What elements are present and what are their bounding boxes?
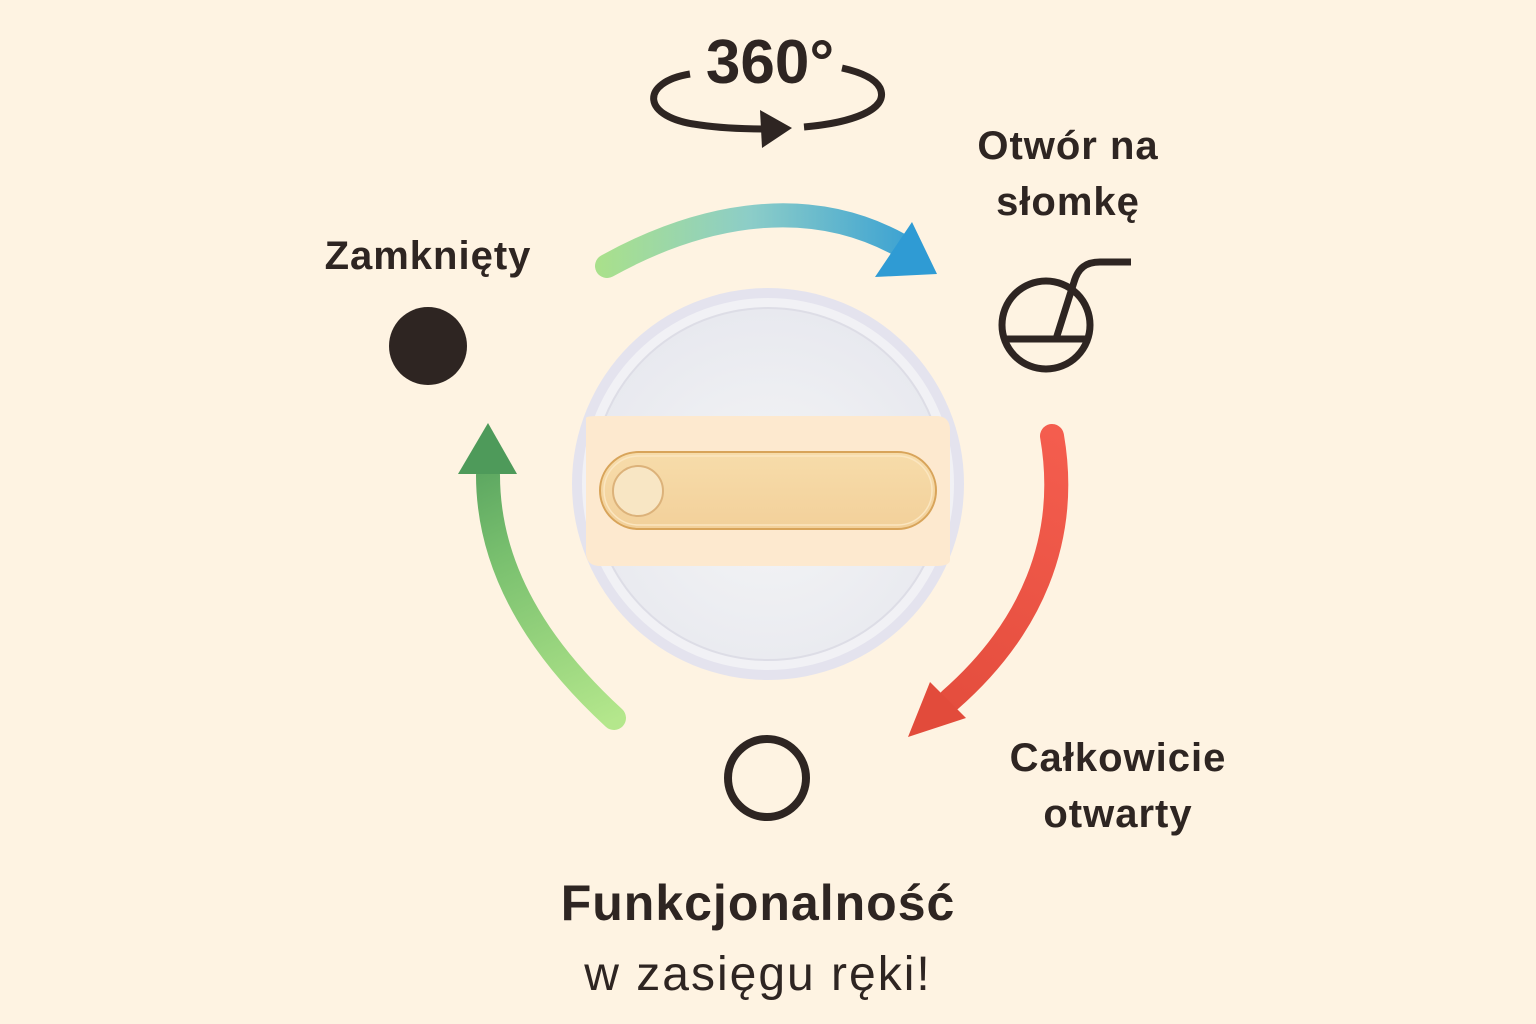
headline-subtitle: w zasięgu ręki! <box>584 948 932 1001</box>
closed-to-straw-arrow <box>595 203 937 278</box>
open-to-closed-arrow <box>458 423 626 730</box>
open-circle-icon <box>724 735 810 821</box>
state-straw-label-line1: Otwór na <box>977 124 1159 168</box>
filled-circle-icon <box>389 307 467 385</box>
straw-to-open-arrow <box>908 424 1069 737</box>
rotation-label: 360° <box>705 28 835 97</box>
state-open-label-line1: Całkowicie <box>1009 736 1227 780</box>
headline-title: Funkcjonalność <box>560 875 956 931</box>
straw-cup-icon <box>998 258 1131 373</box>
rotate-360-icon <box>650 64 885 148</box>
state-closed-label: Zamknięty <box>324 234 532 278</box>
state-straw-label-line2: słomkę <box>996 180 1140 224</box>
lid-top-view <box>572 288 964 680</box>
state-open-label-line2: otwarty <box>1043 792 1193 836</box>
